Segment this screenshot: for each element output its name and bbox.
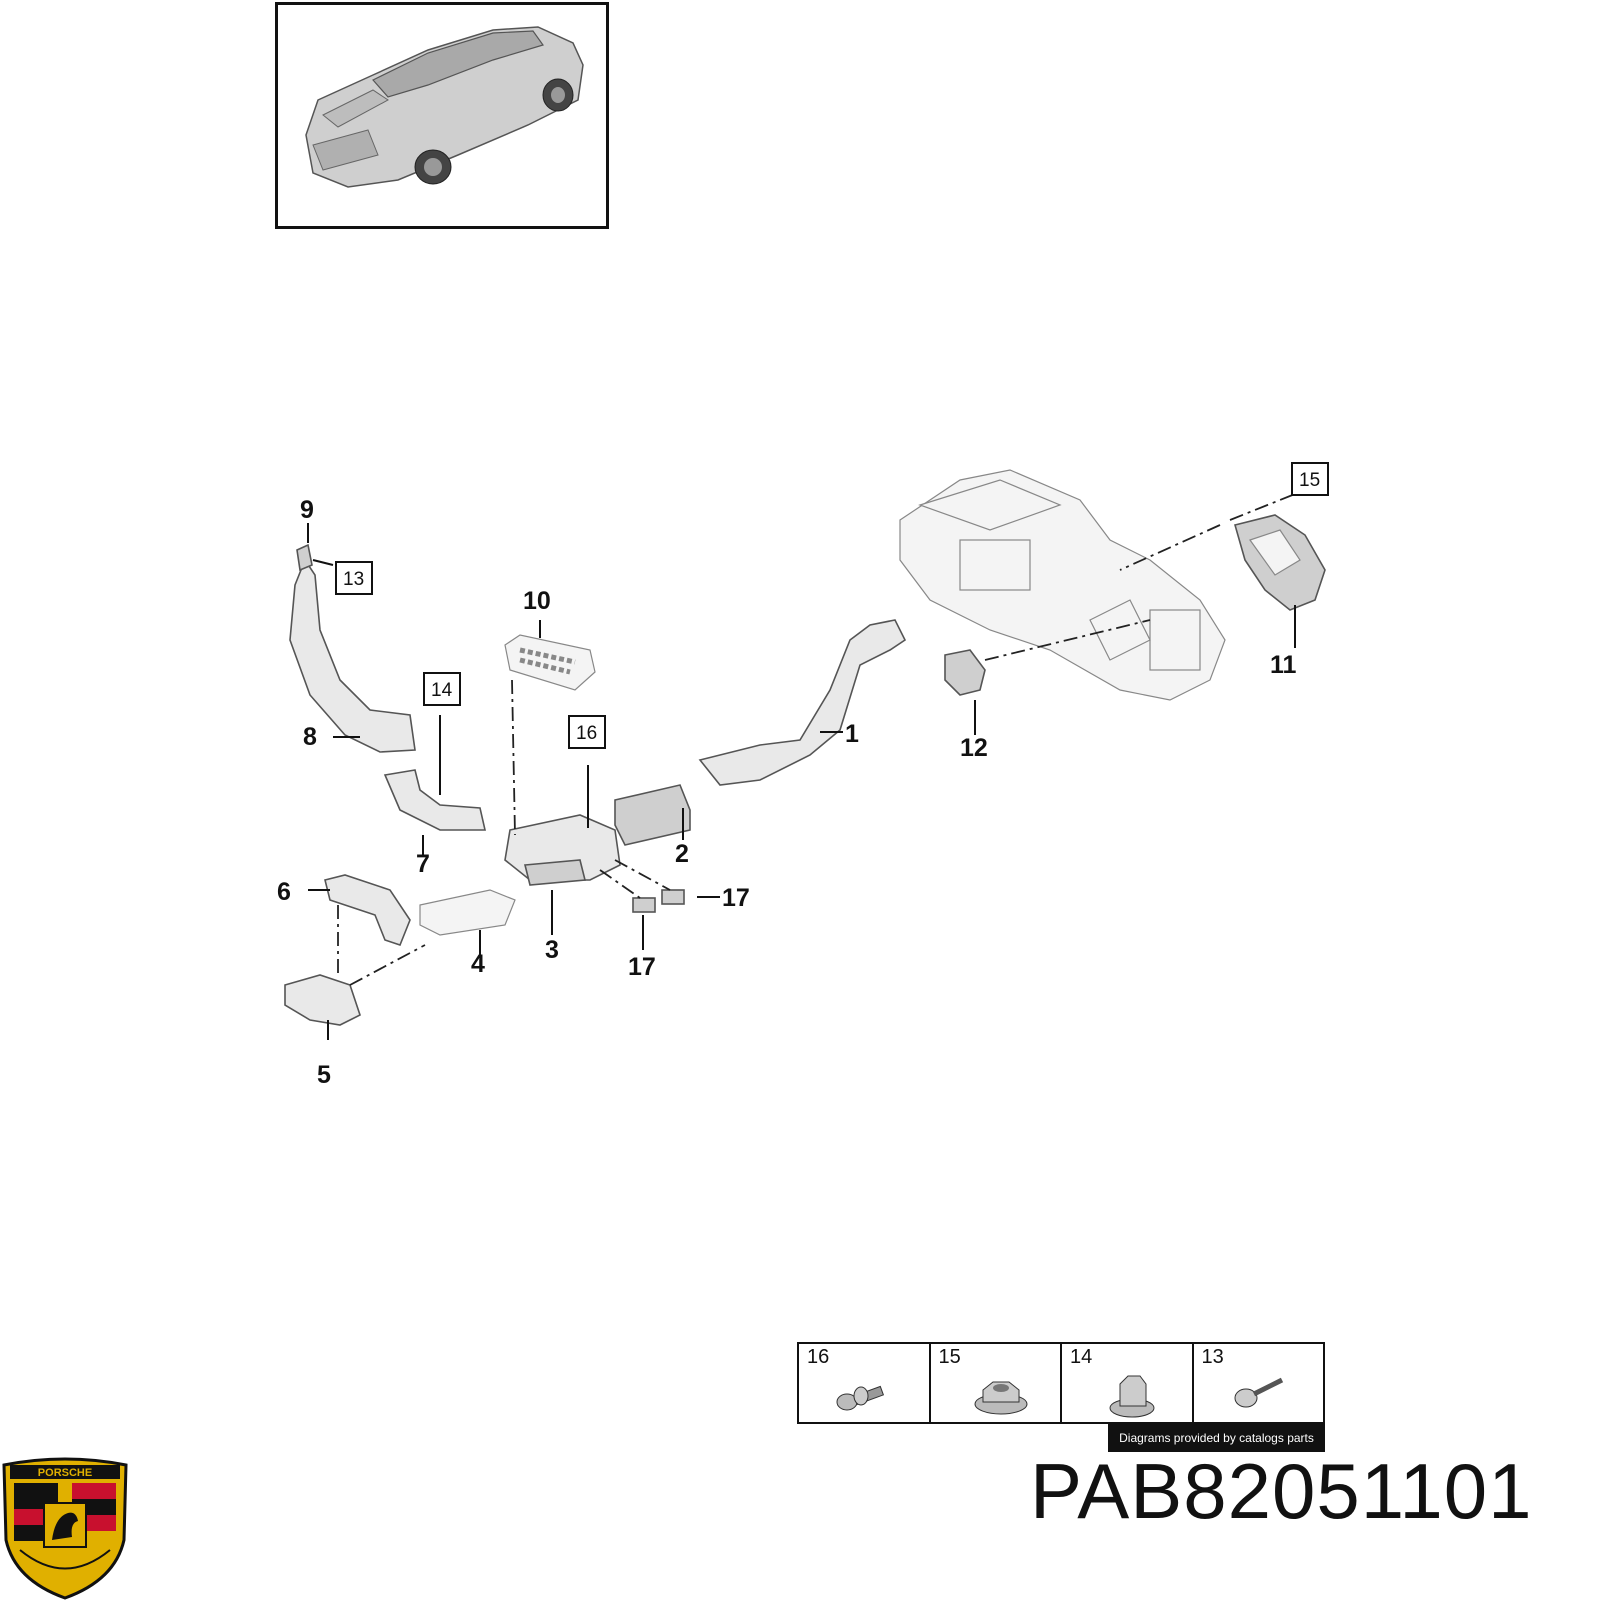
bolt-with-washer-icon — [836, 1385, 885, 1411]
credit-banner: Diagrams provided by catalogs parts — [1108, 1424, 1325, 1452]
fastener-number: 15 — [938, 1346, 961, 1368]
part-1-duct — [698, 619, 907, 786]
fastener-cell-13: 13 — [1194, 1344, 1324, 1422]
boxed-callout-15: 15 — [1291, 462, 1329, 496]
porsche-crest-logo: PORSCHE — [2, 1457, 128, 1600]
fastener-number: 16 — [807, 1346, 830, 1368]
callout-10: 10 — [523, 587, 551, 615]
fastener-number: 14 — [1070, 1346, 1093, 1368]
fastener-cell-16: 16 — [799, 1344, 931, 1422]
part-17-clip-b — [661, 889, 685, 905]
part-17-clip-a — [632, 897, 656, 913]
svg-text:15: 15 — [1299, 470, 1320, 491]
fastener-cell-15: 15 — [931, 1344, 1062, 1422]
boxed-callout-13: 13 — [335, 561, 373, 595]
vehicle-overview-inset — [275, 2, 609, 229]
car-illustration — [305, 26, 584, 188]
callout-6: 6 — [277, 878, 291, 906]
part-10-grille — [504, 634, 596, 691]
part-7-duct — [383, 769, 487, 831]
part-number: PAB82051101 — [1030, 1447, 1533, 1535]
callout-17-right: 17 — [722, 884, 750, 912]
cage-nut-icon — [1109, 1375, 1155, 1418]
callout-9: 9 — [300, 496, 314, 524]
boxed-callout-14: 14 — [423, 672, 461, 706]
fastener-legend-table: 16 15 14 13 — [797, 1342, 1325, 1424]
svg-text:PORSCHE: PORSCHE — [38, 1467, 92, 1479]
part-12-bracket — [944, 649, 986, 696]
screw-icon — [1234, 1377, 1283, 1408]
callout-5: 5 — [317, 1061, 331, 1089]
callout-8: 8 — [303, 723, 317, 751]
callout-3: 3 — [545, 936, 559, 964]
callout-2: 2 — [675, 840, 689, 868]
svg-text:14: 14 — [431, 680, 453, 701]
fastener-cell-14: 14 — [1062, 1344, 1194, 1422]
part-11-cover — [1234, 514, 1326, 611]
boxed-callout-16: 16 — [568, 715, 606, 749]
part-6-duct — [324, 874, 411, 946]
callout-7: 7 — [416, 850, 430, 878]
svg-text:13: 13 — [343, 569, 364, 590]
callout-1: 1 — [845, 720, 859, 748]
part-5-elbow — [284, 974, 361, 1026]
fastener-number: 13 — [1201, 1346, 1224, 1368]
part-9-clip — [296, 543, 313, 572]
part-8-duct — [289, 558, 416, 753]
callout-11: 11 — [1270, 651, 1297, 679]
callout-12: 12 — [960, 734, 988, 762]
flange-nut-icon — [974, 1381, 1027, 1415]
callout-17-bottom: 17 — [628, 953, 656, 981]
part-4-panel — [419, 889, 516, 936]
hvac-unit — [899, 469, 1226, 701]
callout-4: 4 — [471, 950, 485, 978]
part-2-block — [614, 784, 691, 846]
svg-text:16: 16 — [576, 723, 597, 744]
